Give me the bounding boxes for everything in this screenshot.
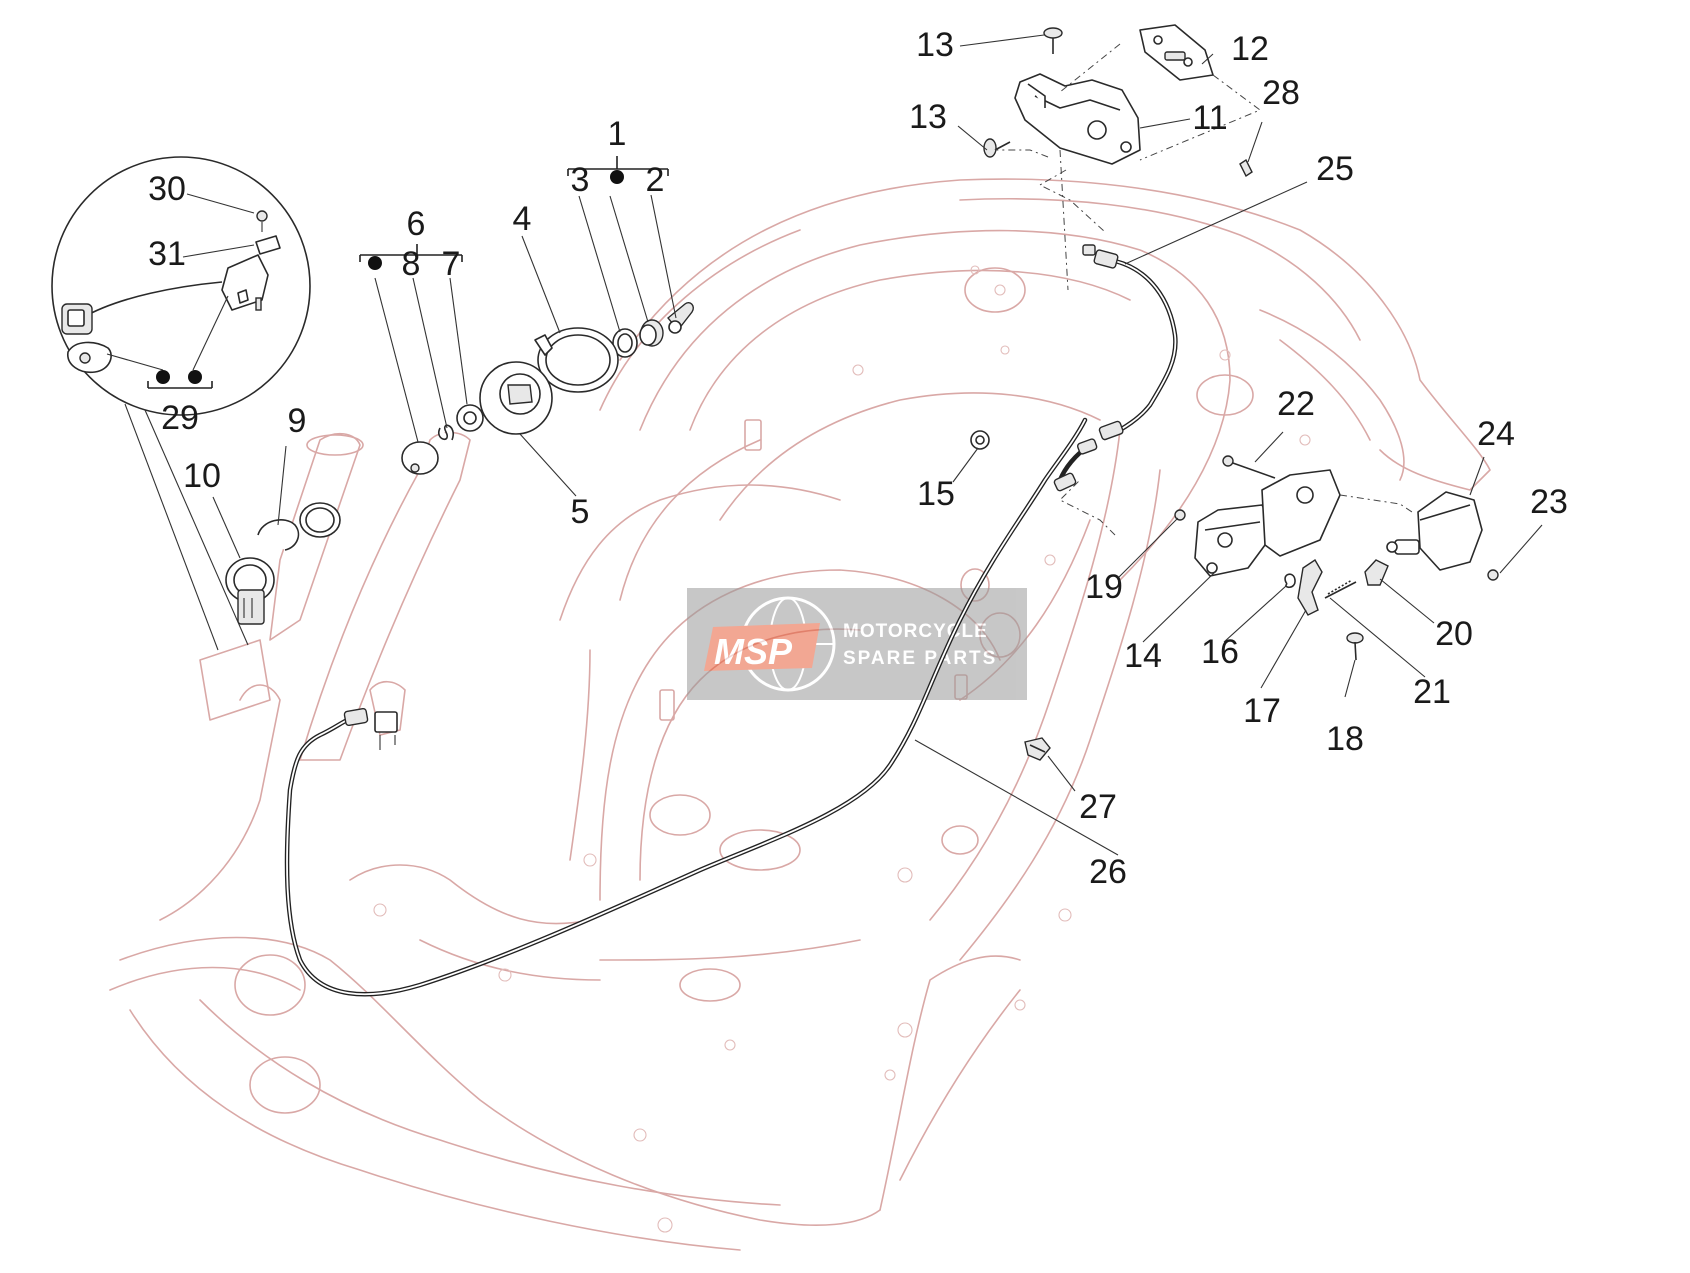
callout-26: 26 xyxy=(1089,853,1127,891)
callout-16: 16 xyxy=(1201,633,1239,671)
watermark: MSP MOTORCYCLE SPARE PARTS xyxy=(687,588,1027,700)
callout-28: 28 xyxy=(1262,74,1300,112)
group-brackets xyxy=(147,156,669,389)
watermark-logo-badge xyxy=(704,623,820,671)
callout-15: 15 xyxy=(917,475,955,513)
callout-30: 30 xyxy=(148,170,186,208)
callout-9: 9 xyxy=(288,402,307,440)
callout-3: 3 xyxy=(571,161,590,199)
callout-10: 10 xyxy=(183,457,221,495)
callout-8: 8 xyxy=(402,245,421,283)
callout-22: 22 xyxy=(1277,385,1315,423)
callout-1: 1 xyxy=(608,115,627,153)
callout-14: 14 xyxy=(1124,637,1162,675)
callout-12: 12 xyxy=(1231,30,1269,68)
cable-25 xyxy=(1053,244,1178,492)
leader-lines xyxy=(106,34,1543,856)
callout-7: 7 xyxy=(442,245,461,283)
callout-20: 20 xyxy=(1435,615,1473,653)
seat-lock-mechanism xyxy=(970,430,1499,761)
callout-13-left: 13 xyxy=(909,98,947,136)
saddle-lock-parts xyxy=(983,24,1262,291)
watermark-line1: MOTORCYCLE xyxy=(843,621,988,642)
callout-2: 2 xyxy=(646,161,665,199)
detail-circle xyxy=(51,156,311,651)
scooter-frame xyxy=(109,178,1491,1251)
callout-19: 19 xyxy=(1085,568,1123,606)
callout-21: 21 xyxy=(1413,673,1451,711)
callout-4: 4 xyxy=(513,200,532,238)
callout-5: 5 xyxy=(571,493,590,531)
ignition-lock-parts xyxy=(401,302,694,475)
watermark-logo-text: MSP xyxy=(714,631,793,672)
callout-31: 31 xyxy=(148,235,186,273)
watermark-line2: SPARE PARTS xyxy=(843,648,997,669)
callout-25: 25 xyxy=(1316,150,1354,188)
callout-13-top: 13 xyxy=(916,26,954,64)
callout-6: 6 xyxy=(407,205,426,243)
socket-parts xyxy=(225,502,341,625)
callout-18: 18 xyxy=(1326,720,1364,758)
callout-29: 29 xyxy=(161,399,199,437)
callout-27: 27 xyxy=(1079,788,1117,826)
callout-24: 24 xyxy=(1477,415,1515,453)
callout-17: 17 xyxy=(1243,692,1281,730)
callout-labels: 1 2 3 4 5 6 7 8 9 10 11 12 13 13 14 15 1… xyxy=(148,26,1568,891)
cable-26 xyxy=(284,417,1088,997)
callout-23: 23 xyxy=(1530,483,1568,521)
callout-11: 11 xyxy=(1192,99,1227,137)
cable-end-left xyxy=(343,680,406,750)
